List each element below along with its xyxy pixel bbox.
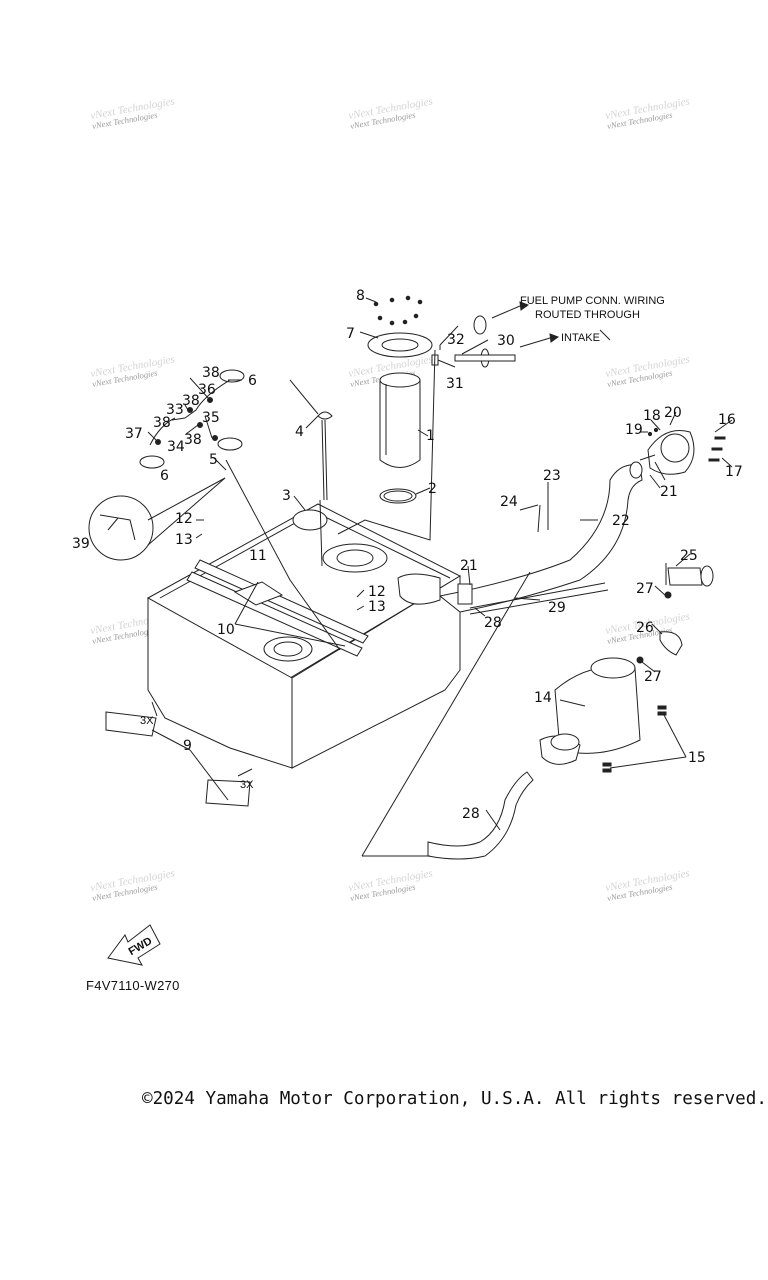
callout-2: 2: [428, 481, 437, 497]
callout-8: 8: [356, 288, 365, 304]
callout-39: 39: [72, 536, 90, 552]
callout-32: 32: [447, 332, 465, 348]
fuel-tank: [146, 503, 462, 769]
filler-neck-assembly: [397, 427, 726, 613]
callout-13-left: 13: [175, 532, 193, 548]
callout-6-lower: 6: [160, 468, 169, 484]
hoses: [427, 582, 609, 860]
copyright-notice: ©2024 Yamaha Motor Corporation, U.S.A. A…: [142, 1089, 767, 1109]
callout-26: 26: [636, 620, 654, 636]
callout-12-left: 12: [175, 511, 193, 527]
callout-21-left: 21: [460, 558, 478, 574]
callout-34: 34: [167, 439, 185, 455]
callout-17: 17: [725, 464, 743, 480]
callout-3: 3: [282, 488, 291, 504]
wiring-note-line1: FUEL PUMP CONN. WIRING: [520, 295, 665, 307]
callout-11: 11: [249, 548, 267, 564]
callout-36: 36: [198, 382, 216, 398]
callout-16: 16: [718, 412, 736, 428]
callout-9: 9: [183, 738, 192, 754]
callout-31: 31: [446, 376, 464, 392]
forward-direction-arrow: FWD: [107, 924, 161, 966]
leader-lines: [147, 297, 733, 857]
diagram-notes: FUEL PUMP CONN. WIRING ROUTED THROUGH IN…: [520, 295, 665, 344]
callout-22: 22: [612, 513, 630, 529]
callout-12-right: 12: [368, 584, 386, 600]
callout-29: 29: [548, 600, 566, 616]
callout-1: 1: [426, 428, 435, 444]
callout-23: 23: [543, 468, 561, 484]
callout-27-upper: 27: [636, 581, 654, 597]
intake-note: INTAKE: [561, 332, 600, 344]
callout-5: 5: [209, 452, 218, 468]
callout-19: 19: [625, 422, 643, 438]
callout-18: 18: [643, 408, 661, 424]
fuel-pump-assembly: [289, 295, 560, 504]
callout-27-lower: 27: [644, 669, 662, 685]
callout-24: 24: [500, 494, 518, 510]
callout-4: 4: [295, 424, 304, 440]
callout-10: 10: [217, 622, 235, 638]
callout-28-lower: 28: [462, 806, 480, 822]
tank-pads: 3X 3X: [105, 701, 254, 807]
callout-25: 25: [680, 548, 698, 564]
water-separator-assembly: [539, 563, 714, 773]
callout-21-right: 21: [660, 484, 678, 500]
callout-38-c: 38: [153, 415, 171, 431]
callout-7: 7: [346, 326, 355, 342]
callout-33: 33: [166, 402, 184, 418]
callout-14: 14: [534, 690, 552, 706]
callout-30: 30: [497, 333, 515, 349]
callout-13-right: 13: [368, 599, 386, 615]
callout-28-upper: 28: [484, 615, 502, 631]
callout-20: 20: [664, 405, 682, 421]
callout-37: 37: [125, 426, 143, 442]
callout-38-d: 38: [184, 432, 202, 448]
callout-15: 15: [688, 750, 706, 766]
vent-assembly: [88, 369, 245, 561]
callout-35: 35: [202, 410, 220, 426]
callout-numbers: 1 2 3 4 5 6 6 7 8 9 10 11 12 12 13 13 14…: [72, 288, 743, 822]
pad-qty-note: 3X: [240, 779, 254, 791]
callout-38-a: 38: [202, 365, 220, 381]
callout-6-upper: 6: [248, 373, 257, 389]
callout-38-b: 38: [182, 393, 200, 409]
diagram-code: F4V7110-W270: [86, 978, 180, 993]
wiring-note-line2: ROUTED THROUGH: [535, 309, 640, 321]
pad-qty-note: 3X: [140, 715, 154, 727]
